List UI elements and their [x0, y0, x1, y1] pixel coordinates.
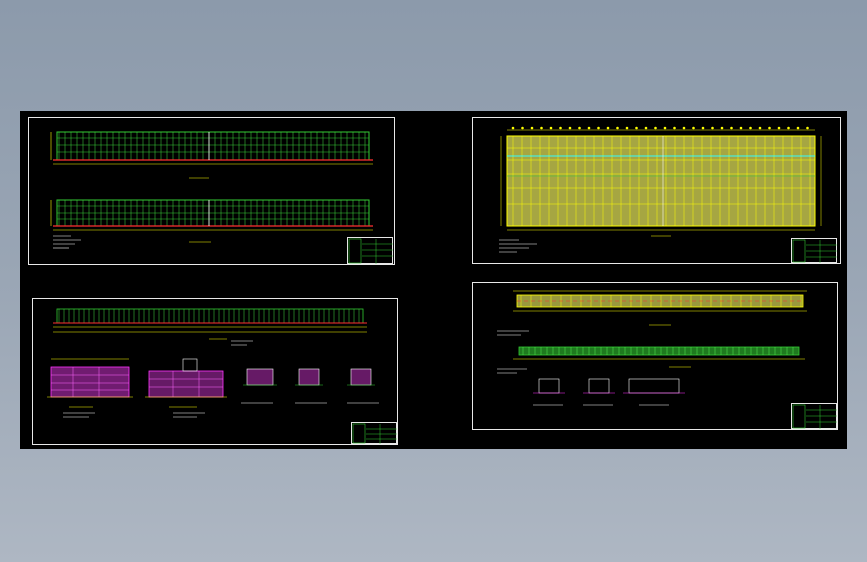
detail-drawing-3 — [347, 368, 379, 404]
section-drawing-2 — [145, 358, 227, 408]
sheet-3-graphics — [47, 308, 379, 418]
detail-drawing-2 — [583, 378, 615, 406]
floor-plan-drawing — [500, 126, 822, 237]
notes-block — [499, 239, 537, 253]
elevation-drawing-1 — [50, 131, 373, 179]
drawing-canvas[interactable] — [20, 111, 847, 449]
title-block-2 — [791, 238, 837, 263]
title-block-1 — [347, 237, 393, 264]
drawing-sheet-2[interactable] — [472, 117, 841, 264]
sheet-4-graphics — [497, 290, 807, 406]
long-elevation-drawing — [53, 308, 367, 340]
notes-block — [53, 235, 81, 249]
section-drawing-1 — [47, 358, 133, 408]
detail-drawing-3 — [623, 378, 685, 406]
elevation-drawing-2 — [50, 199, 373, 243]
notes-block — [63, 340, 253, 418]
detail-drawing-2 — [295, 368, 327, 404]
notes-block — [497, 330, 529, 374]
drawing-sheet-4[interactable] — [472, 282, 838, 430]
drawing-sheet-3[interactable] — [32, 298, 398, 445]
foundation-plan-drawing — [513, 346, 805, 368]
sheet-1-graphics — [50, 131, 373, 249]
drawing-sheet-1[interactable] — [28, 117, 395, 265]
detail-drawing-1 — [533, 378, 565, 406]
title-block-3 — [351, 422, 397, 444]
title-block-4 — [791, 403, 837, 429]
sheet-2-graphics — [499, 126, 822, 253]
detail-drawing-1 — [241, 368, 277, 404]
roof-plan-drawing — [513, 290, 807, 326]
